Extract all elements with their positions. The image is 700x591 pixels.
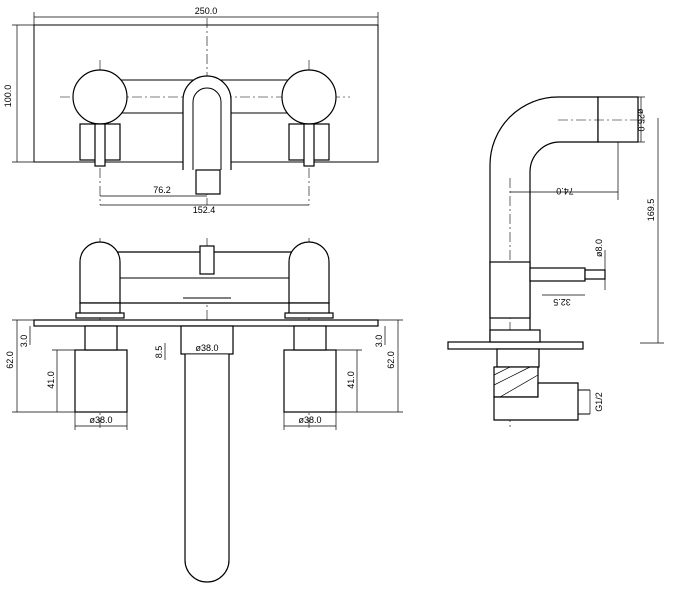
dim-left-body-diameter: ø38.0 bbox=[89, 415, 112, 425]
top-view: 250.0 100.0 76.2 152.4 bbox=[3, 6, 379, 215]
dim-right-plate-thickness: 3.0 bbox=[374, 335, 384, 348]
front-left-handle bbox=[79, 241, 121, 304]
dim-right-body-depth: 41.0 bbox=[346, 371, 356, 389]
side-handle bbox=[529, 267, 586, 282]
dim-plate-height: 100.0 bbox=[3, 85, 13, 108]
side-view: ø26.0 74.0 169.5 ø8.0 32.5 G1/2 bbox=[447, 96, 664, 430]
side-body bbox=[489, 261, 531, 319]
front-left-body bbox=[74, 349, 128, 413]
dim-handle-offset: 32.5 bbox=[553, 297, 571, 307]
dim-right-total-depth: 62.0 bbox=[386, 351, 396, 369]
front-wall-plate bbox=[33, 319, 379, 327]
dim-plate-width: 250.0 bbox=[195, 6, 218, 16]
dim-overall-height: 169.5 bbox=[646, 199, 656, 222]
dim-thread: G1/2 bbox=[594, 392, 604, 412]
dim-handle-span: 152.4 bbox=[193, 205, 216, 215]
side-wall-plate bbox=[447, 341, 584, 350]
dim-left-body-depth: 41.0 bbox=[46, 371, 56, 389]
front-spout-body bbox=[180, 325, 234, 355]
front-right-body bbox=[283, 349, 337, 413]
dim-outlet-diameter: ø26.0 bbox=[636, 108, 646, 131]
front-view: 62.0 3.0 41.0 ø38.0 8.5 ø38.0 ø38.0 3.0 … bbox=[5, 238, 403, 583]
dim-spout-diameter: ø38.0 bbox=[195, 343, 218, 353]
top-right-handle bbox=[281, 69, 337, 125]
dim-left-plate-thickness: 3.0 bbox=[19, 335, 29, 348]
dim-handle-diameter: ø8.0 bbox=[594, 239, 604, 257]
dim-reach: 74.0 bbox=[556, 186, 574, 196]
front-spout-pipe bbox=[184, 354, 230, 583]
front-right-handle bbox=[288, 241, 330, 304]
dim-spout-offset: 76.2 bbox=[153, 185, 171, 195]
dim-left-total-depth: 62.0 bbox=[5, 351, 15, 369]
dim-right-body-diameter: ø38.0 bbox=[298, 415, 321, 425]
top-left-handle bbox=[72, 69, 128, 125]
dim-front-spout-offset: 8.5 bbox=[154, 346, 164, 359]
top-spout bbox=[182, 75, 232, 170]
